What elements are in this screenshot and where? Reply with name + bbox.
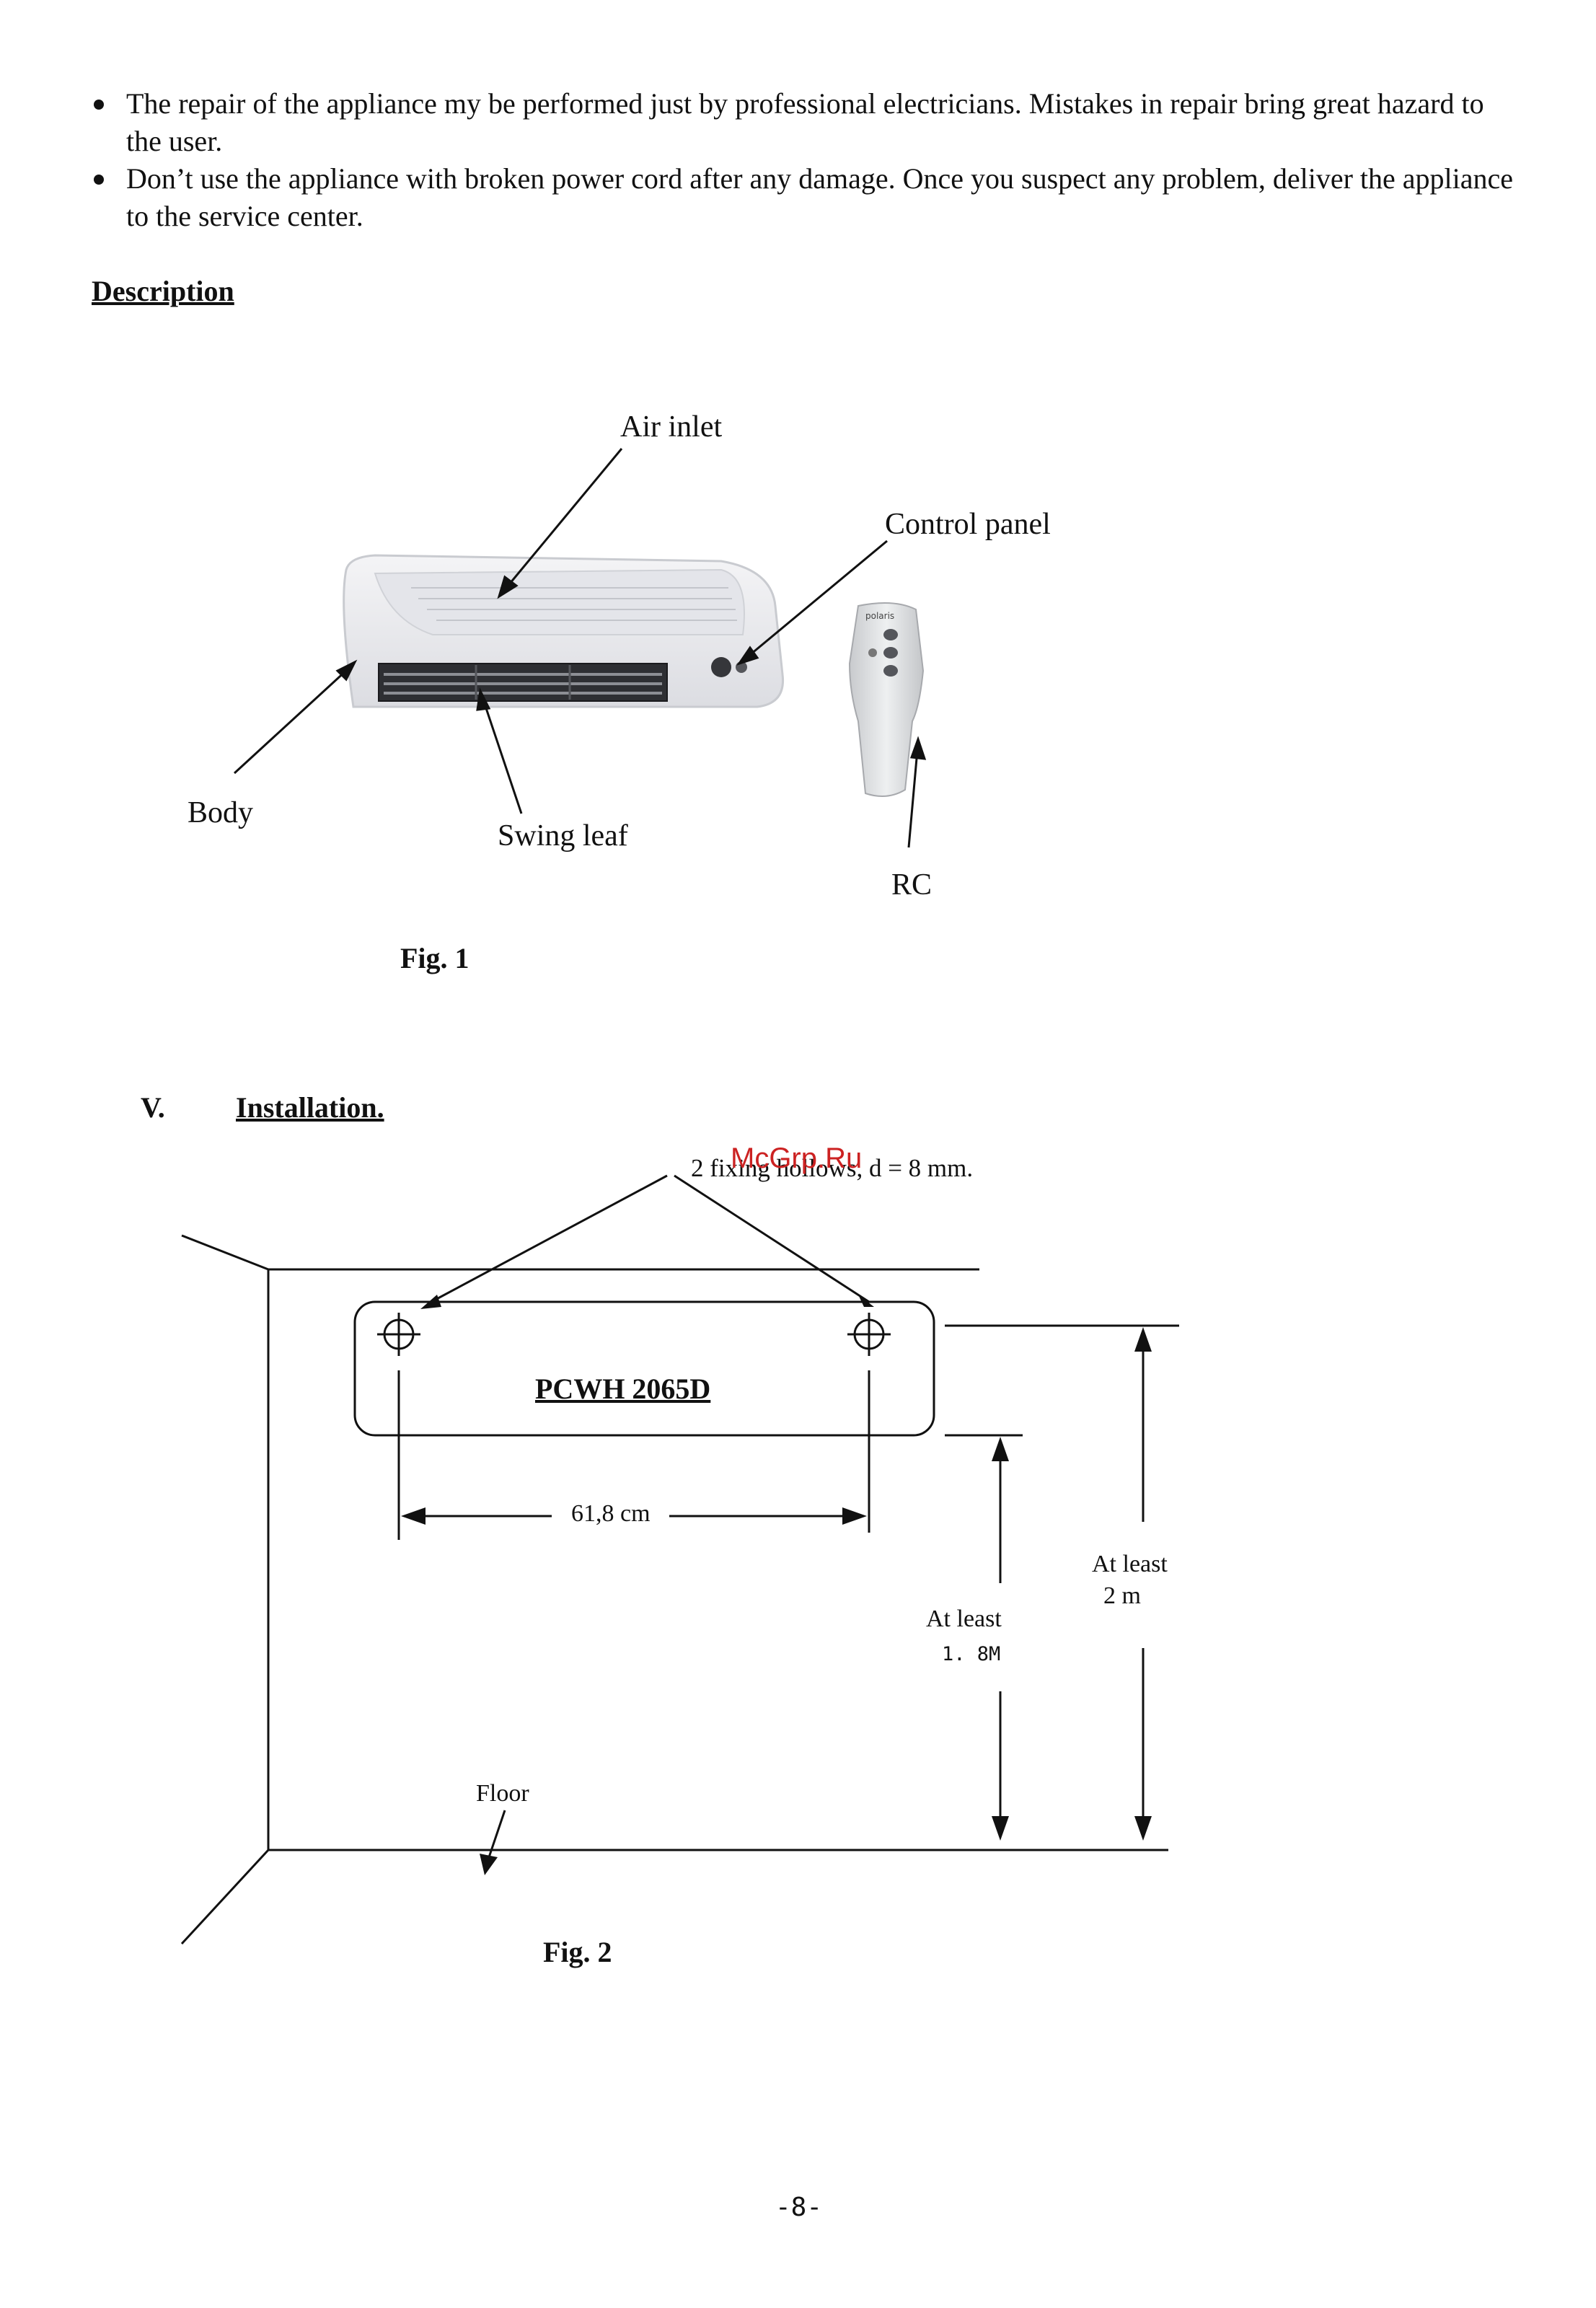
swing-leaf-label: Swing leaf (498, 819, 628, 853)
hole-distance-label: 61,8 cm (571, 1500, 651, 1527)
rc-label: RC (891, 868, 933, 902)
fixing-hole-icon (377, 1313, 420, 1356)
warning-list: The repair of the appliance my be perfor… (88, 85, 1516, 235)
figure-2-caption: Fig. 2 (543, 1936, 612, 1968)
at-least-low-label: At least (926, 1606, 1002, 1632)
floor-corner-line (180, 1849, 270, 1945)
heater-illustration (343, 554, 785, 708)
figure-2-arrowheads (401, 1295, 1152, 1875)
at-least-high-value: 2 m (1103, 1582, 1141, 1609)
bullet-icon (94, 175, 104, 185)
ceiling-corner-line (181, 1234, 269, 1271)
figure-1-arrows (233, 448, 927, 848)
fixing-note: 2 fixing hollows, d = 8 mm. (691, 1154, 974, 1182)
figure-1-caption: Fig. 1 (400, 942, 469, 974)
air-inlet-label: Air inlet (620, 410, 723, 444)
at-least-low-value: 1. 8M (942, 1643, 1001, 1665)
fixing-hole-icon (847, 1313, 891, 1356)
mounting-bracket (353, 1300, 935, 1437)
remote-brand-label: polaris (865, 611, 894, 621)
remote-control-illustration: polaris (848, 602, 925, 797)
page-number: -8- (775, 2193, 823, 2222)
description-heading: Description (92, 275, 234, 307)
bullet-icon (94, 100, 104, 110)
section-number: V. (141, 1091, 165, 1124)
at-least-high-label: At least (1092, 1551, 1168, 1577)
list-item: Don’t use the appliance with broken powe… (88, 160, 1516, 235)
installation-heading: Installation. (236, 1091, 384, 1124)
model-label: PCWH 2065D (535, 1373, 711, 1405)
floor-label: Floor (476, 1780, 529, 1807)
bullet-text: Don’t use the appliance with broken powe… (126, 162, 1514, 232)
bullet-text: The repair of the appliance my be perfor… (126, 87, 1484, 157)
control-panel-label: Control panel (885, 508, 1051, 541)
list-item: The repair of the appliance my be perfor… (88, 85, 1516, 160)
watermark: McGrp.Ru (731, 1142, 863, 1174)
body-label: Body (188, 796, 254, 829)
